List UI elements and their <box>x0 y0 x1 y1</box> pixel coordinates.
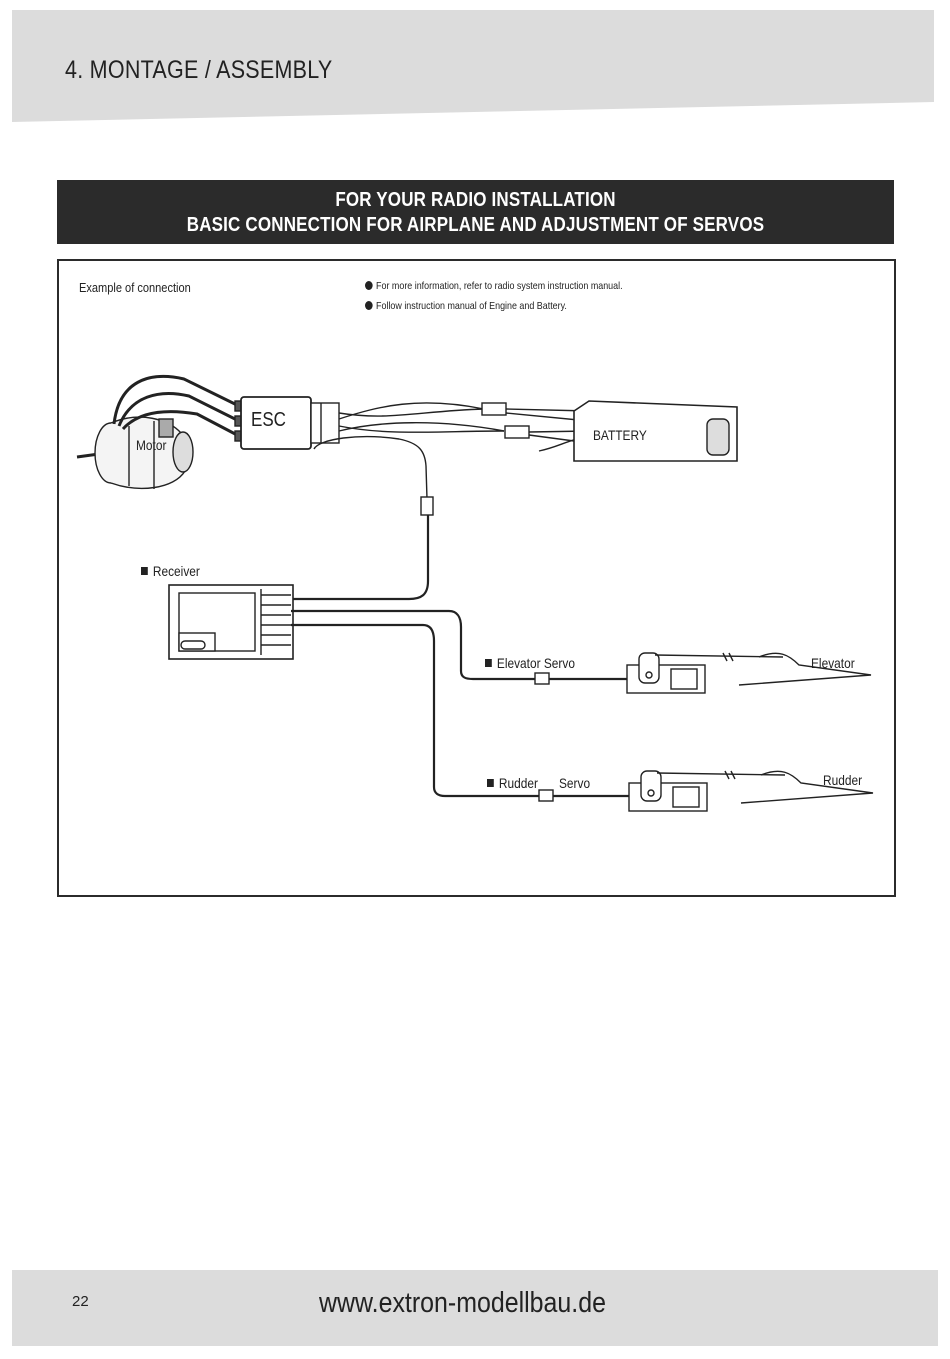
elevator-label: Elevator <box>811 655 855 671</box>
note-text: Follow instruction manual of Engine and … <box>376 300 567 312</box>
receiver-illustration <box>168 584 294 660</box>
battery-illustration <box>573 400 738 462</box>
connection-diagram <box>76 375 874 812</box>
page-title: 4. MONTAGE / ASSEMBLY <box>65 56 333 84</box>
elevator-servo-label-text: Elevator Servo <box>496 655 575 671</box>
note-text: For more information, refer to radio sys… <box>376 280 623 292</box>
bullet-icon <box>365 281 373 290</box>
motor-wires <box>112 375 240 438</box>
example-label: Example of connection <box>79 280 191 295</box>
motor-illustration <box>76 416 194 489</box>
receiver-label-text: Receiver <box>152 563 200 579</box>
rudder-servo-label: Rudder <box>487 775 538 791</box>
square-bullet-icon <box>141 567 148 575</box>
esc-label: ESC <box>251 409 286 431</box>
battery-label: BATTERY <box>593 427 647 443</box>
section-banner: FOR YOUR RADIO INSTALLATION BASIC CONNEC… <box>57 180 894 244</box>
footer-url: www.extron-modellbau.de <box>319 1287 606 1319</box>
bullet-icon <box>365 301 373 310</box>
rudder-label: Rudder <box>823 772 863 788</box>
banner-line-1: FOR YOUR RADIO INSTALLATION <box>335 189 616 211</box>
receiver-label: Receiver <box>141 563 200 579</box>
battery-connectors <box>481 402 590 452</box>
square-bullet-icon <box>487 779 494 787</box>
note-radio-manual: For more information, refer to radio sys… <box>365 280 623 292</box>
note-engine-battery: Follow instruction manual of Engine and … <box>365 300 567 312</box>
rudder-servo-lead <box>291 623 629 802</box>
header-band <box>12 10 934 122</box>
page-number: 22 <box>72 1293 89 1310</box>
elevator-servo-illustration <box>626 652 872 694</box>
esc-illustration <box>240 396 340 450</box>
elevator-servo-lead <box>291 609 627 685</box>
motor-label: Motor <box>136 437 167 453</box>
square-bullet-icon <box>485 659 492 667</box>
connection-diagram-panel: Example of connection For more informati… <box>57 259 896 897</box>
battery-lead-wires <box>338 402 505 433</box>
rudder-servo-label-suffix: Servo <box>559 775 591 791</box>
elevator-servo-label: Elevator Servo <box>485 655 575 671</box>
rudder-servo-label-text: Rudder <box>498 775 538 791</box>
banner-line-2: BASIC CONNECTION FOR AIRPLANE AND ADJUST… <box>186 214 765 236</box>
footer-band <box>12 1270 938 1346</box>
esc-signal-lead <box>291 435 434 601</box>
rudder-servo-illustration <box>628 770 874 812</box>
